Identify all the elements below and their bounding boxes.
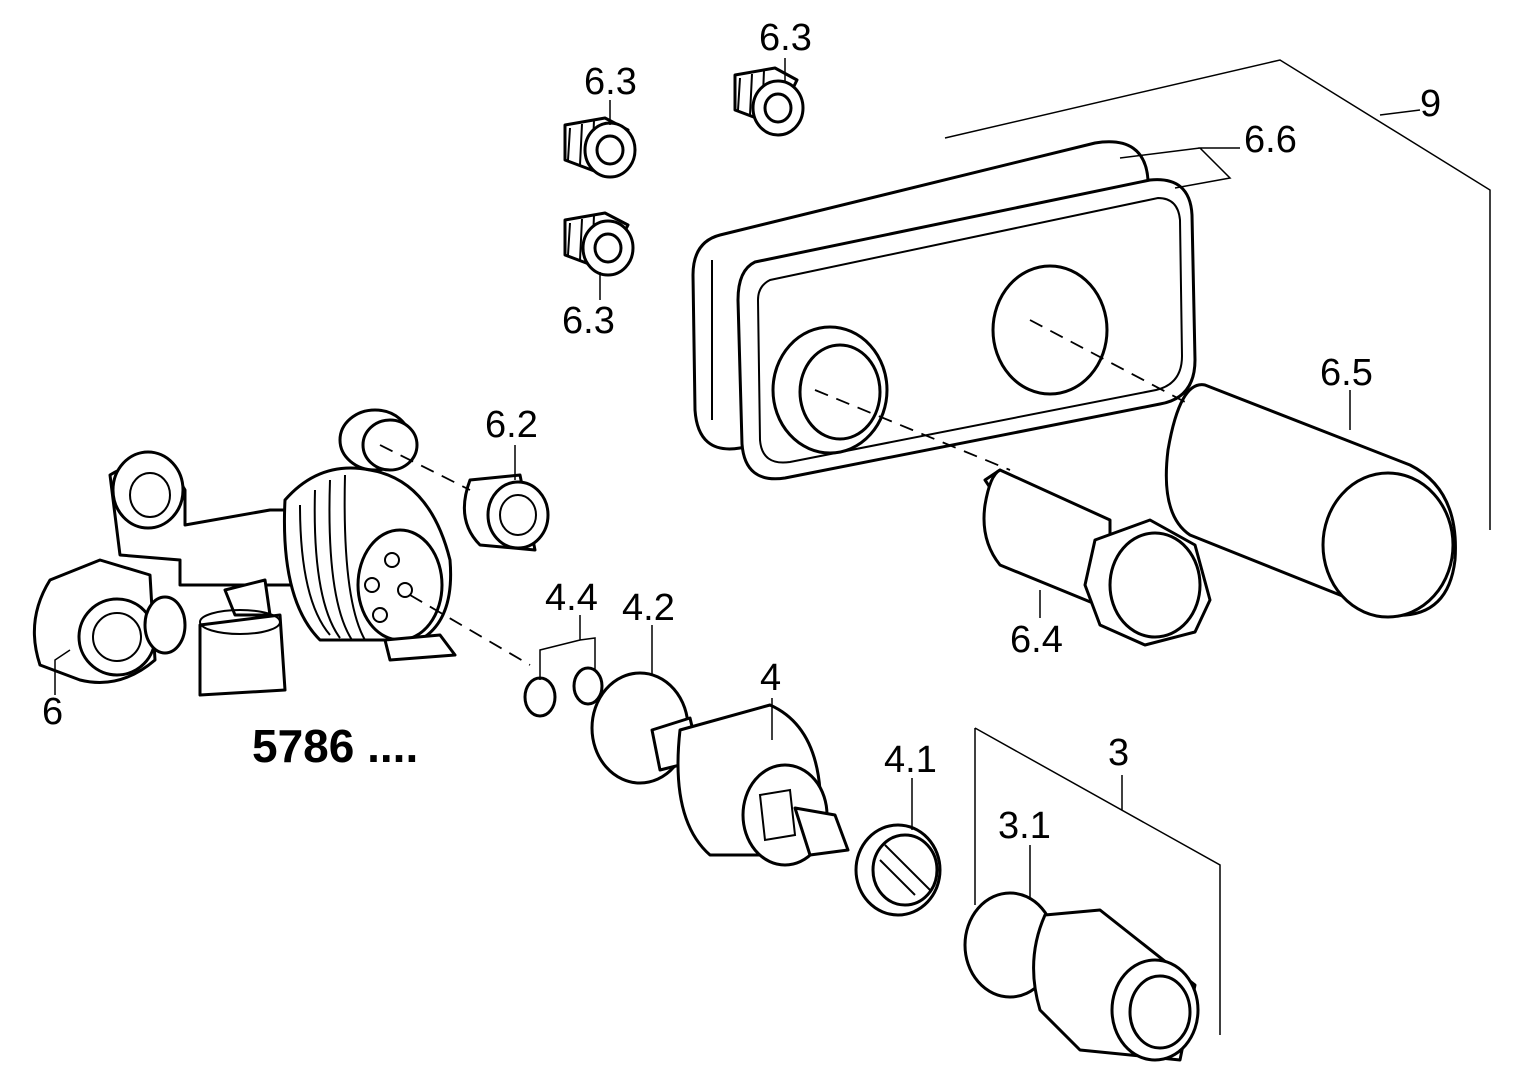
label-6-4: 6.4 (1010, 619, 1063, 661)
label-4-1: 4.1 (884, 739, 937, 781)
label-6-2: 6.2 (485, 404, 538, 446)
cap-cylinder-6-5 (1164, 383, 1457, 619)
adapter-6-2 (462, 473, 550, 552)
label-3: 3 (1108, 732, 1129, 774)
o-rings-4-4 (523, 666, 604, 718)
label-4: 4 (760, 657, 781, 699)
valve-body-6 (32, 408, 457, 697)
leader-6-6 (1119, 147, 1240, 189)
label-6-6: 6.6 (1244, 119, 1297, 161)
handle-knob-6-4 (982, 468, 1212, 647)
label-4-2: 4.2 (622, 587, 675, 629)
small-cap-6-3-b (733, 66, 805, 137)
small-cap-6-3-a (563, 116, 637, 179)
axis-body-to-rings (409, 594, 531, 666)
axis-body-to-adapter (379, 444, 471, 491)
label-6-3-c: 6.3 (562, 300, 615, 342)
label-6-5: 6.5 (1320, 352, 1373, 394)
leader-6 (54, 649, 71, 695)
label-6-3-b: 6.3 (759, 17, 812, 59)
sleeve-3 (963, 891, 1200, 1062)
axis-cover-to-cap (1029, 319, 1186, 403)
cartridge-4 (650, 703, 850, 867)
nut-4-1 (854, 823, 942, 917)
label-6: 6 (42, 691, 63, 733)
label-9: 9 (1420, 83, 1441, 125)
small-cap-6-3-c (563, 211, 635, 277)
leader-9 (944, 59, 1491, 530)
cover-opening-left (771, 325, 889, 455)
model-number: 5786 .... (252, 720, 418, 772)
label-3-1: 3.1 (998, 805, 1051, 847)
axis-cover-to-knob (814, 389, 1011, 471)
cover-opening-right (991, 264, 1109, 396)
leader-4-4 (539, 615, 596, 680)
label-4-4: 4.4 (545, 577, 598, 619)
leader-3 (974, 727, 1221, 1035)
label-6-3-a: 6.3 (584, 61, 637, 103)
